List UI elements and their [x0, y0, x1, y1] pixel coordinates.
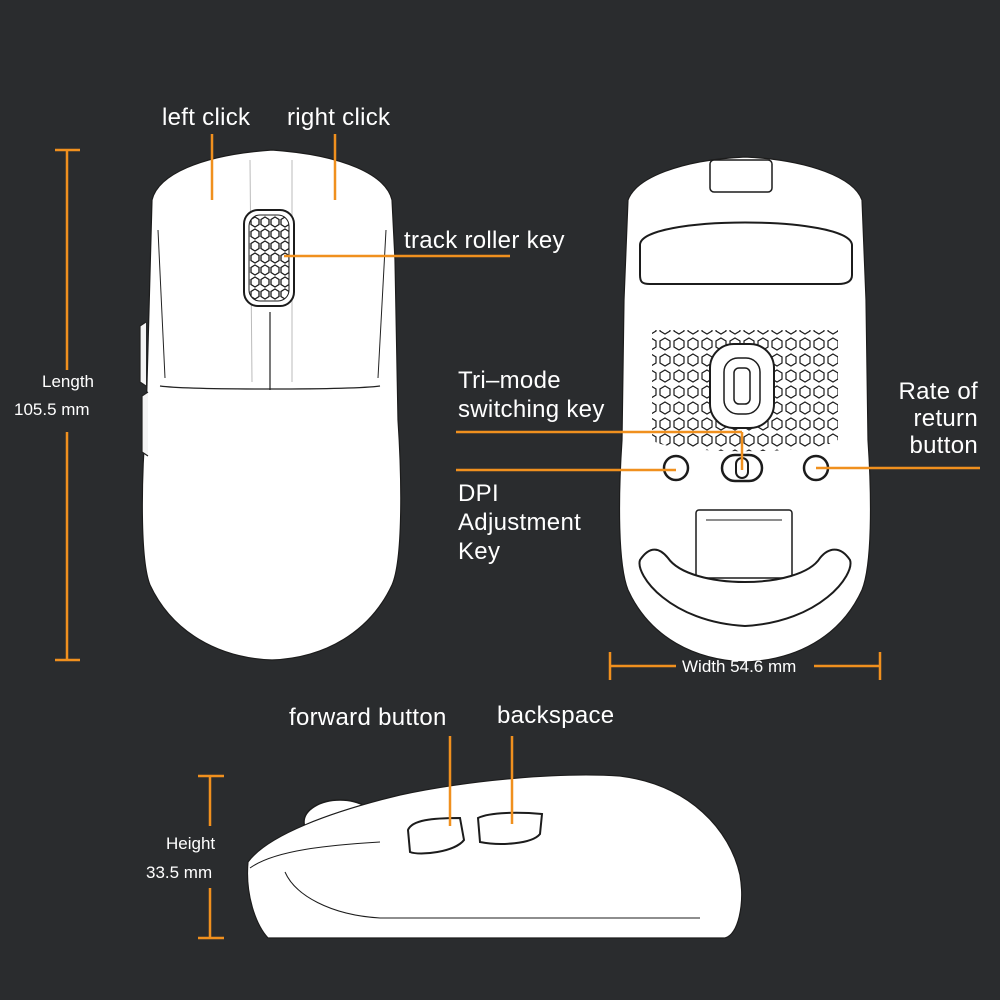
- rate-of-return-label-line3: button: [909, 432, 978, 459]
- mouse-side-view: [246, 774, 743, 939]
- height-dimension-line: [198, 774, 224, 940]
- leader-lines: [55, 134, 980, 940]
- right-click-label: right click: [287, 104, 391, 131]
- width-dimension-line: [608, 652, 882, 680]
- dpi-label-line1: DPI: [458, 480, 499, 507]
- dpi-label-line2: Adjustment: [458, 509, 582, 536]
- mouse-top-view: [139, 149, 402, 661]
- dpi-label-line3: Key: [458, 538, 501, 565]
- track-roller-key-label: track roller key: [404, 227, 565, 254]
- rate-of-return-label-line1: Rate of: [898, 378, 978, 405]
- length-label: Length: [42, 372, 94, 391]
- tri-mode-label-line2: switching key: [458, 396, 605, 423]
- tri-mode-label-line1: Tri–mode: [458, 367, 561, 394]
- height-label: Height: [166, 834, 216, 853]
- width-label: Width 54.6 mm: [682, 657, 797, 676]
- length-dimension-line: [55, 148, 80, 662]
- mouse-bottom-view: [618, 156, 872, 663]
- rate-of-return-label-line2: return: [913, 405, 978, 432]
- length-value: 105.5 mm: [14, 400, 90, 419]
- backspace-label: backspace: [497, 702, 615, 729]
- left-click-label: left click: [162, 104, 251, 131]
- forward-button-label: forward button: [289, 704, 447, 731]
- height-value: 33.5 mm: [146, 863, 213, 882]
